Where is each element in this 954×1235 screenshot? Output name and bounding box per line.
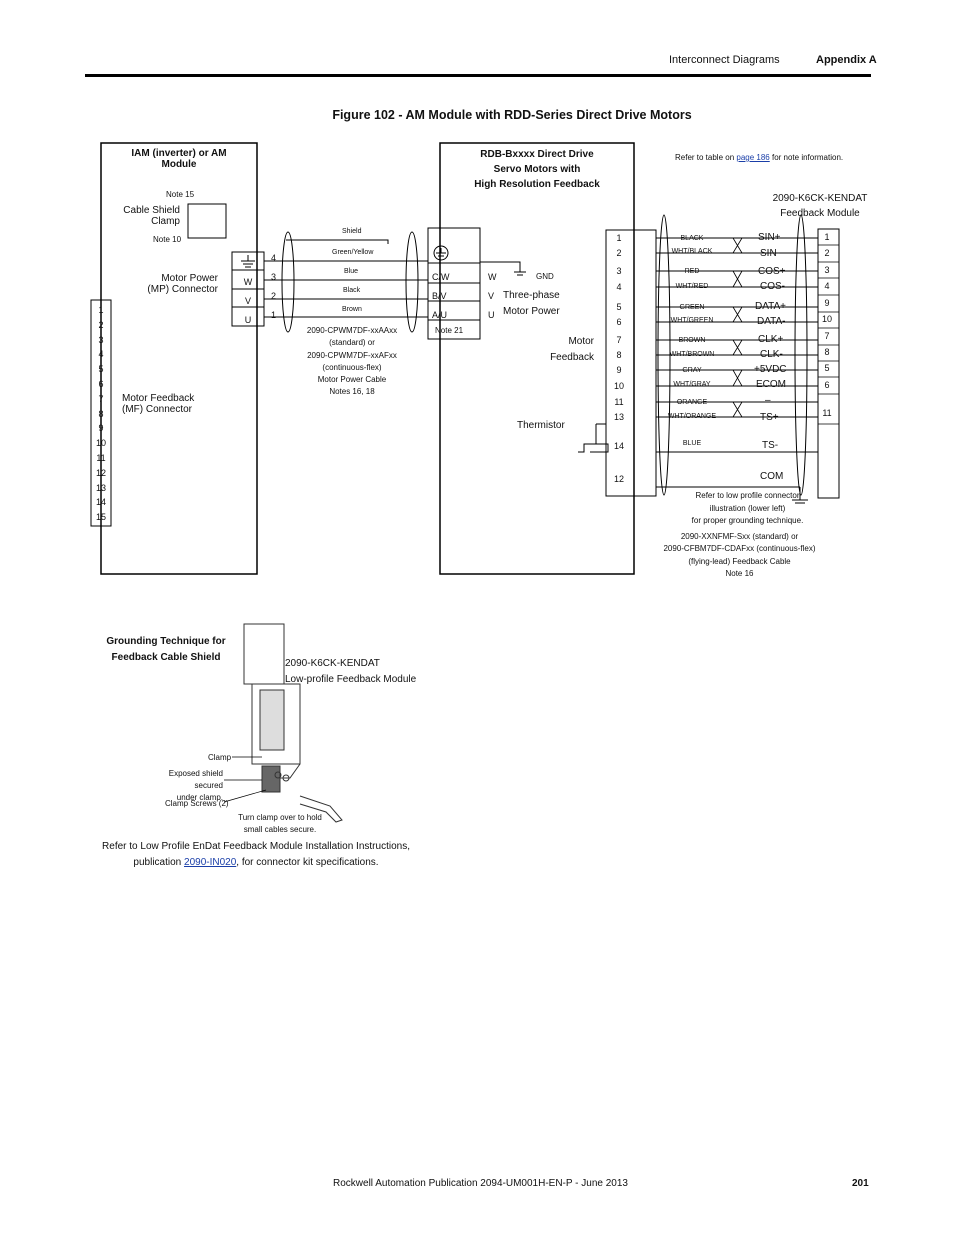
mp-connector-label: Motor Power(MP) Connector — [147, 273, 218, 295]
kendat-pin: 9 — [824, 298, 830, 308]
fb-pin: 4 — [616, 282, 622, 292]
fb-pin: 3 — [616, 266, 622, 276]
signal: +5VDC — [754, 364, 787, 375]
fb-wire-color: ORANGE — [676, 399, 708, 406]
clamp-screws-label: Clamp Screws (2) — [165, 799, 229, 808]
note-10: Note 10 — [153, 235, 182, 244]
signal: – — [765, 395, 771, 406]
kendat-pin: 7 — [824, 331, 830, 341]
fb-wire-color: WHT/BLACK — [671, 248, 713, 255]
signal: TS+ — [760, 412, 779, 423]
figure-title: Figure 102 - AM Module with RDD-Series D… — [332, 108, 692, 122]
fb-pin: 12 — [613, 474, 624, 484]
mf-connector-label: Motor Feedback(MF) Connector — [122, 393, 195, 415]
gnd-label: GND — [536, 272, 554, 281]
fb-wire-color: WHT/RED — [675, 283, 709, 290]
wire-brown: Brown — [342, 306, 362, 313]
signal: DATA- — [757, 316, 786, 327]
wire-blue: Blue — [344, 268, 359, 275]
header-appendix: Appendix A — [816, 54, 877, 66]
kendat-pin: 3 — [824, 265, 830, 275]
header-section: Interconnect Diagrams — [669, 54, 780, 66]
fb-pin: 6 — [616, 317, 622, 327]
kendat-pin: 5 — [824, 363, 830, 373]
note-21: Note 21 — [435, 326, 464, 335]
thermistor-label: Thermistor — [517, 420, 565, 431]
fb-pin: 2 — [616, 248, 622, 258]
fb-pin: 13 — [613, 412, 624, 422]
kendat-pin: 11 — [822, 408, 832, 418]
kendat-pin: 4 — [824, 281, 830, 291]
clamp-label: Clamp — [208, 753, 232, 762]
fb-wire-color: WHT/GREEN — [670, 317, 714, 324]
kendat-pin: 1 — [824, 232, 830, 242]
signal: CLK- — [760, 349, 783, 360]
fb-pin: 11 — [614, 397, 624, 407]
fb-wire-color: RED — [684, 268, 700, 275]
footer-publication: Rockwell Automation Publication 2094-UM0… — [333, 1178, 628, 1189]
wire-green-yellow: Green/Yellow — [332, 249, 374, 256]
kendat-pin: 8 — [824, 347, 830, 357]
signal: CLK+ — [758, 334, 784, 345]
page-number: 201 — [852, 1178, 869, 1189]
kendat-pin: 6 — [824, 380, 830, 390]
fb-pin: 10 — [613, 381, 624, 391]
signal: TS- — [762, 440, 779, 451]
fb-pin: 8 — [616, 350, 622, 360]
fb-wire-color: BROWN — [678, 337, 706, 344]
kendat-pin: 2 — [824, 248, 830, 258]
wire-black: Black — [343, 287, 361, 294]
signal: COS- — [760, 281, 785, 292]
note-reference: Refer to table on page 186 for note info… — [675, 153, 844, 162]
fb-pin: 14 — [613, 441, 624, 451]
note-15: Note 15 — [166, 190, 195, 199]
signal: COS+ — [758, 266, 786, 277]
fb-pin: 1 — [616, 233, 622, 243]
fb-pin: 5 — [616, 302, 622, 312]
publication-link[interactable]: 2090-IN020 — [184, 857, 237, 868]
kendat-pin: 10 — [821, 314, 832, 324]
fb-wire-color: WHT/BROWN — [669, 351, 715, 358]
signal: COM — [760, 471, 784, 482]
fb-pin: 7 — [616, 335, 622, 345]
fb-wire-color: WHT/ORANGE — [667, 413, 717, 420]
fb-wire-color: GRAY — [682, 367, 702, 374]
signal: SIN+ — [758, 232, 781, 243]
page-186-link[interactable]: page 186 — [736, 153, 770, 162]
wire-shield: Shield — [342, 228, 362, 235]
signal: SIN- — [760, 248, 780, 259]
fb-wire-color: WHT/GRAY — [673, 381, 711, 388]
fb-wire-color: BLACK — [680, 235, 704, 242]
signal: DATA+ — [755, 301, 787, 312]
installation-reference: Refer to Low Profile EnDat Feedback Modu… — [102, 841, 410, 868]
header-rule — [85, 74, 871, 77]
fb-wire-color: GREEN — [679, 304, 705, 311]
fb-wire-color: BLUE — [682, 440, 702, 447]
fb-pin: 9 — [616, 365, 622, 375]
signal: ECOM — [756, 379, 786, 390]
